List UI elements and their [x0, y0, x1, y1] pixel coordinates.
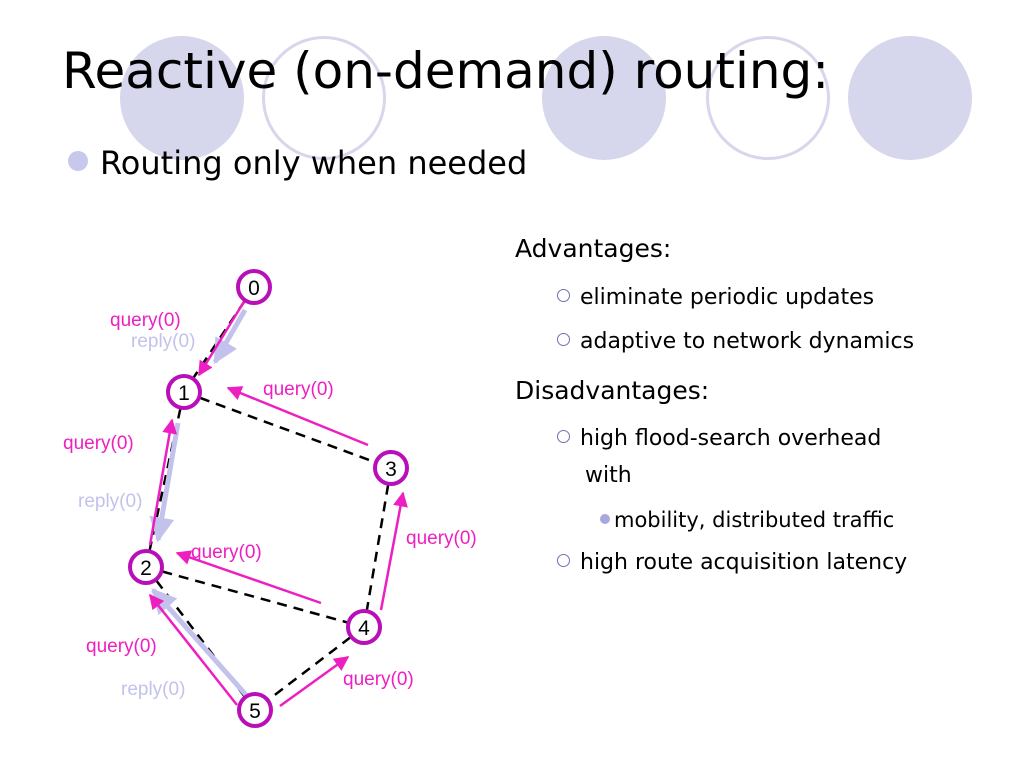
query-arrow-4-2	[175, 550, 322, 605]
label-query-5-4: query(0)	[343, 669, 414, 690]
link-1-3	[183, 390, 392, 470]
link-2-5	[145, 566, 256, 711]
label-query-4-2: query(0)	[191, 542, 262, 563]
disadvantage-item-1: high flood-search overhead	[557, 426, 881, 451]
deco-circle-5	[848, 36, 972, 160]
main-bullet: Routing only when needed	[68, 144, 527, 182]
deco-circle-4	[706, 36, 830, 160]
query-arrow-4-3	[379, 491, 408, 611]
node-4: 4	[346, 609, 382, 645]
reply-arrow-5-2	[151, 588, 249, 698]
label-query-4-3: query(0)	[406, 528, 477, 549]
label-query-1-2: query(0)	[63, 433, 134, 454]
node-3-label: 3	[385, 458, 397, 481]
ring-bullet-icon	[557, 554, 570, 567]
link-3-4	[362, 467, 393, 628]
bullet-dot-icon	[68, 151, 88, 171]
node-2-label: 2	[140, 557, 152, 580]
label-query-3-1: query(0)	[263, 379, 334, 400]
query-arrow-0-1	[197, 299, 247, 377]
link-2-4	[145, 565, 365, 629]
deco-circle-1	[120, 36, 244, 160]
link-4-5	[254, 626, 365, 711]
reply-arrow-1-0	[212, 308, 248, 365]
query-arrow-1-2	[148, 418, 178, 546]
ring-bullet-icon	[557, 430, 570, 443]
disadvantage-subitem: mobility, distributed traffic	[600, 508, 894, 532]
reply-arrow-2-1	[149, 422, 181, 543]
node-5: 5	[237, 692, 273, 728]
query-arrow-5-2	[149, 593, 238, 706]
advantage-item-1: eliminate periodic updates	[557, 285, 874, 310]
label-query-0-1: query(0)	[110, 310, 181, 331]
node-2: 2	[128, 549, 164, 585]
link-1-2	[144, 391, 186, 568]
deco-circle-2	[262, 36, 386, 160]
node-1-label: 1	[178, 382, 190, 405]
ring-bullet-icon	[557, 333, 570, 346]
node-0-label: 0	[248, 277, 260, 300]
label-reply-5-2: reply(0)	[121, 679, 185, 700]
node-4-label: 4	[358, 617, 370, 640]
label-query-5-2: query(0)	[86, 636, 157, 657]
dot-bullet-icon	[600, 514, 610, 524]
disadvantages-heading: Disadvantages:	[515, 376, 710, 405]
advantages-heading: Advantages:	[515, 234, 672, 263]
label-reply-1-0: reply(0)	[131, 331, 195, 352]
query-arrow-5-4	[279, 655, 350, 708]
query-arrow-3-1	[226, 386, 369, 447]
node-3: 3	[373, 450, 409, 486]
deco-circle-3	[542, 36, 666, 160]
disadvantage-item-1-cont: with	[585, 463, 632, 488]
ring-bullet-icon	[557, 289, 570, 302]
advantage-item-2: adaptive to network dynamics	[557, 329, 914, 354]
disadvantage-item-2: high route acquisition latency	[557, 550, 907, 575]
slide-title: Reactive (on-demand) routing:	[62, 42, 830, 100]
label-reply-2-1: reply(0)	[78, 491, 142, 512]
main-bullet-text: Routing only when needed	[100, 144, 528, 182]
node-5-label: 5	[249, 700, 261, 723]
node-0: 0	[236, 269, 272, 305]
node-1: 1	[166, 374, 202, 410]
